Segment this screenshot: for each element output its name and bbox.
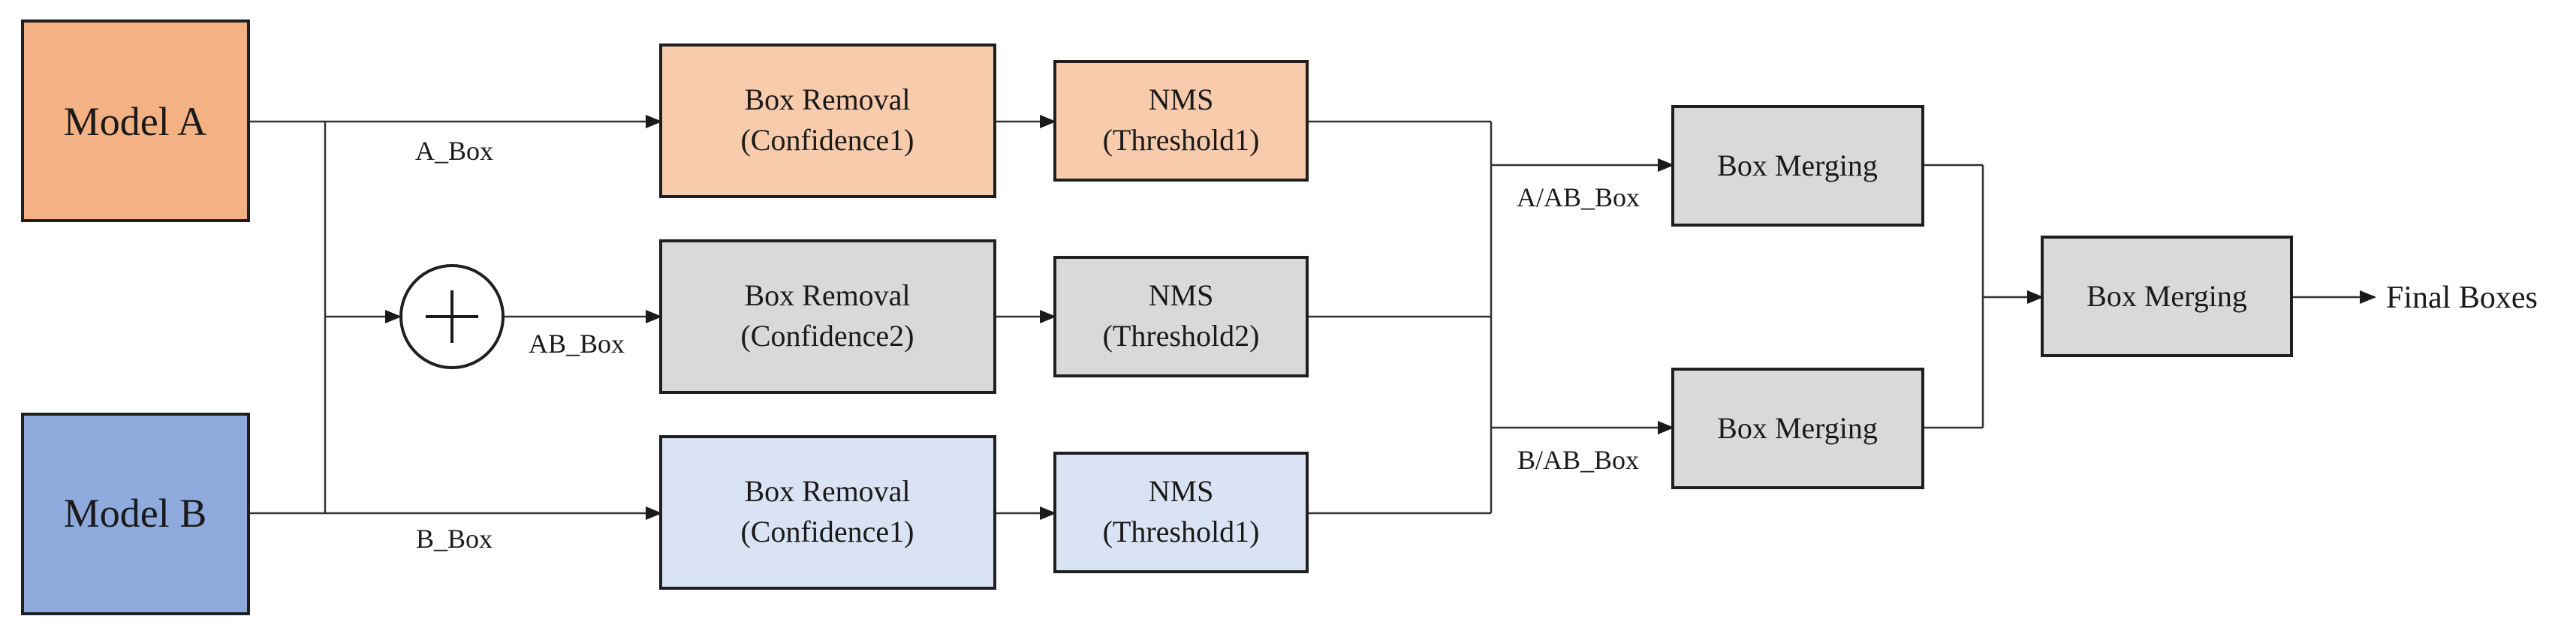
removal-top-line1: Box Removal [744, 83, 910, 116]
removal-bottom-line2: (Confidence1) [740, 515, 914, 548]
model-b-label: Model B [64, 491, 207, 536]
merge-final-box [2041, 236, 2293, 357]
nms-middle-line1: NMS [1149, 278, 1214, 312]
removal-top-node: Box Removal (Confidence1) [659, 44, 996, 198]
merge-final-label: Box Merging [2086, 279, 2247, 313]
model-b-node: Model B [21, 413, 250, 615]
nms-bottom-line1: NMS [1149, 474, 1214, 508]
edge-label-b-box: B_Box [416, 524, 493, 554]
edge-label-a-box: A_Box [415, 136, 493, 166]
model-b-box [21, 413, 250, 615]
removal-bottom-line1: Box Removal [744, 474, 910, 508]
nms-top-line1: NMS [1149, 83, 1214, 116]
removal-top-box [659, 44, 996, 198]
model-a-node: Model A [21, 20, 250, 222]
sum-node [399, 264, 505, 369]
merge-upper-box [1671, 105, 1924, 227]
merge-upper-node: Box Merging [1671, 105, 1924, 227]
removal-middle-line1: Box Removal [744, 278, 910, 312]
removal-bottom-box [659, 435, 996, 590]
merge-lower-node: Box Merging [1671, 368, 1924, 489]
removal-middle-box [659, 239, 996, 394]
nms-bottom-node: NMS (Threshold1) [1053, 452, 1309, 573]
nms-top-box [1053, 60, 1309, 182]
merge-lower-box [1671, 368, 1924, 489]
model-a-label: Model A [64, 99, 207, 144]
nms-middle-box [1053, 256, 1309, 377]
model-a-box [21, 20, 250, 222]
merge-final-node: Box Merging [2041, 236, 2293, 357]
edge-label-b-ab-box: B/AB_Box [1517, 445, 1639, 475]
nms-top-line2: (Threshold1) [1103, 123, 1260, 157]
final-boxes-label: Final Boxes [2386, 281, 2538, 315]
connectors [249, 115, 2376, 520]
removal-middle-node: Box Removal (Confidence2) [659, 239, 996, 394]
removal-bottom-node: Box Removal (Confidence1) [659, 435, 996, 590]
nms-top-node: NMS (Threshold1) [1053, 60, 1309, 182]
nms-middle-line2: (Threshold2) [1103, 319, 1260, 353]
removal-top-line2: (Confidence1) [740, 123, 914, 157]
removal-middle-line2: (Confidence2) [740, 319, 914, 353]
edge-label-ab-box: AB_Box [529, 329, 625, 359]
nms-bottom-box [1053, 452, 1309, 573]
merge-lower-label: Box Merging [1717, 411, 1878, 445]
nms-middle-node: NMS (Threshold2) [1053, 256, 1309, 377]
nms-bottom-line2: (Threshold1) [1103, 515, 1260, 548]
edge-label-a-ab-box: A/AB_Box [1517, 182, 1640, 212]
merge-upper-label: Box Merging [1717, 149, 1878, 182]
